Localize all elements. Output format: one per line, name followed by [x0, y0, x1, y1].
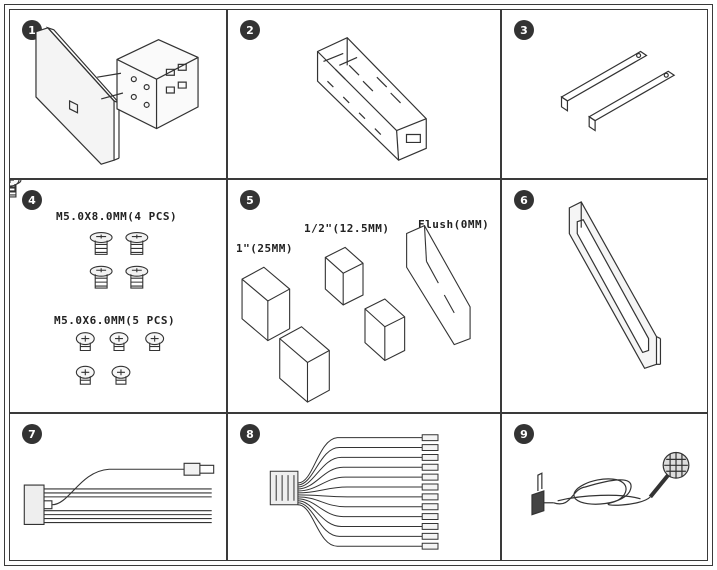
parts-grid: 1 2 [4, 4, 713, 566]
wiring-harness-icon [228, 414, 500, 560]
av-cable-icon [10, 414, 226, 560]
part-cell-6: 6 [501, 179, 708, 413]
part-cell-1: 1 [9, 9, 227, 179]
part-number-badge: 3 [514, 20, 534, 40]
spacer-flush-label: Flush(0MM) [418, 218, 490, 231]
part-number-badge: 4 [22, 190, 42, 210]
mounting-cage-icon [228, 10, 500, 178]
screws-6mm-label: M5.0X6.0MM(5 PCS) [54, 314, 176, 327]
spacer-12mm-label: 1/2"(12.5MM) [304, 222, 390, 235]
part-number-badge: 6 [514, 190, 534, 210]
part-number-badge: 2 [240, 20, 260, 40]
part-cell-8: 8 [227, 413, 501, 561]
removal-keys-icon [502, 10, 707, 178]
part-cell-2: 2 [227, 9, 501, 179]
head-unit-chassis-icon [10, 10, 226, 178]
screw-icon [10, 180, 165, 385]
part-number-badge: 7 [22, 424, 42, 444]
part-cell-7: 7 [9, 413, 227, 561]
microphone-icon [502, 414, 707, 560]
spacer-bracket-icon [228, 180, 500, 412]
screws-8mm-label: M5.0X8.0MM(4 PCS) [56, 210, 178, 223]
spacer-25mm-label: 1"(25MM) [236, 242, 293, 255]
part-cell-4: 4 M5.0X8.0MM(4 PCS) M5.0X6.0MM(5 PCS) [9, 179, 227, 413]
part-cell-5: 5 1"(25MM) 1/2"(12.5MM) Flush(0MM) [227, 179, 501, 413]
trim-frame-icon [502, 180, 707, 412]
part-cell-3: 3 [501, 9, 708, 179]
part-number-badge: 8 [240, 424, 260, 444]
part-number-badge: 5 [240, 190, 260, 210]
part-cell-9: 9 [501, 413, 708, 561]
part-number-badge: 9 [514, 424, 534, 444]
